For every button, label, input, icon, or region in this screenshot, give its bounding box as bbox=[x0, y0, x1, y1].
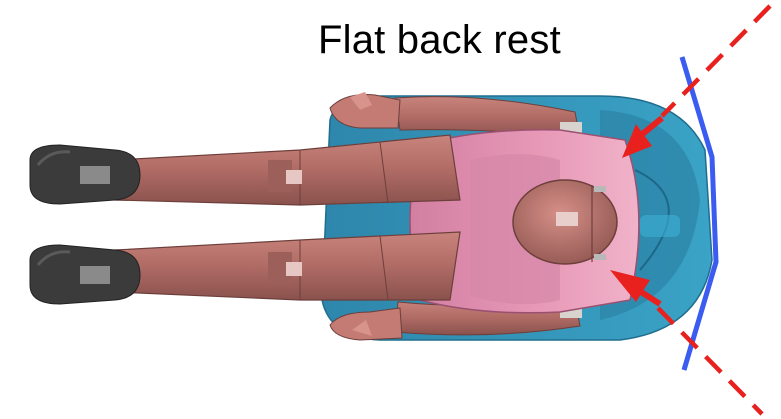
shoe-top bbox=[30, 145, 140, 204]
dashed-line-top bbox=[662, 6, 770, 116]
leg-bottom bbox=[115, 232, 460, 300]
dashed-line-bottom bbox=[658, 308, 762, 414]
head bbox=[513, 180, 617, 264]
leg-top bbox=[115, 135, 460, 205]
shoe-bottom bbox=[30, 245, 140, 304]
